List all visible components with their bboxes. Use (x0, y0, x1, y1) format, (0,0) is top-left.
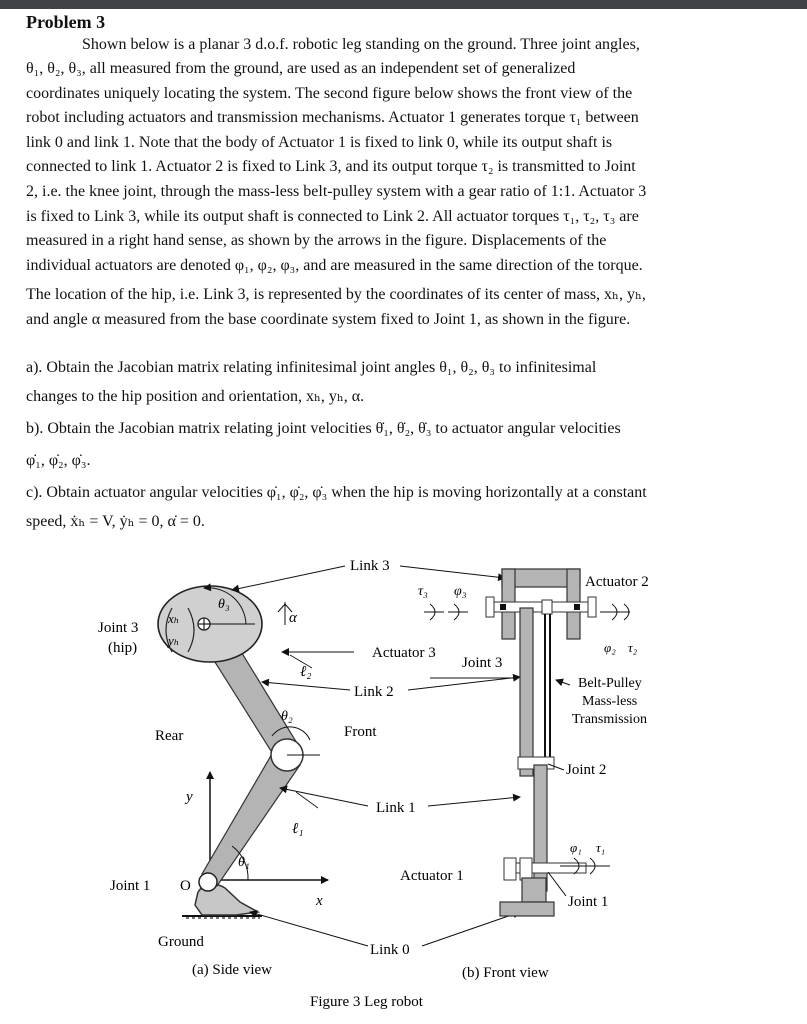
actuator1-label: Actuator 1 (400, 868, 464, 884)
l1-label: ℓ₁ (292, 821, 303, 837)
phi1-label: φ₁ (570, 840, 582, 855)
leader-link3-side (231, 565, 346, 593)
top-bar (0, 0, 807, 9)
theta3-label: θ₃ (218, 597, 230, 612)
front-link2 (519, 607, 534, 777)
front-actuator1-shaft (519, 857, 533, 881)
actuator1-arrows (560, 857, 610, 875)
belt-label-3: Transmission (572, 712, 647, 727)
problem-line-8: is fixed to Link 3, while its output sha… (26, 208, 639, 225)
leader-joint1 (547, 871, 567, 897)
leader-link1-front (427, 793, 521, 807)
leader-link2-side (261, 678, 351, 691)
problem-line-5: link 0 and link 1. Note that the body of… (26, 134, 613, 151)
l1-dim (295, 791, 319, 809)
theta2-arc (271, 726, 311, 741)
question-c-line-1: c). Obtain actuator angular velocities φ… (26, 484, 647, 501)
ground-label: Ground (158, 934, 204, 950)
leader-link0-front (421, 910, 521, 947)
leader-link0-side (249, 910, 369, 947)
theta3-arc (203, 583, 247, 625)
link0-label: Link 0 (370, 942, 410, 958)
phi2-label: φ₂ (604, 640, 616, 655)
problem-line-11: The location of the hip, i.e. Link 3, is… (26, 286, 646, 303)
front-actuator2-cap (587, 596, 597, 618)
xh-label: xₕ (167, 611, 179, 626)
leader-link3-front (399, 565, 506, 582)
bracket-left (165, 607, 173, 653)
question-b-line-1: b). Obtain the Jacobian matrix relating … (26, 420, 621, 437)
theta1-arc (231, 845, 249, 881)
problem-line-10: individual actuators are denoted φ₁, φ₂,… (26, 257, 643, 274)
actuator2-label: Actuator 2 (585, 574, 649, 590)
leader-link1-side (279, 785, 369, 807)
front-view-caption: (b) Front view (462, 965, 549, 981)
rear-label: Rear (155, 728, 183, 744)
joint1-circle (198, 872, 218, 892)
front-label: Front (344, 724, 377, 740)
bracket-right (187, 607, 195, 653)
yh-label: yₕ (166, 633, 179, 648)
front-actuator1-body (503, 857, 517, 881)
joint2-label: Joint 2 (566, 762, 606, 778)
hip-label: (hip) (108, 640, 137, 656)
side-view-caption: (a) Side view (192, 962, 272, 978)
side-view: Joint 3 (hip) xₕ yₕ θ₃ α ℓ₂ θ₂ Rear Fron… (98, 583, 377, 978)
joint3-front-label: Joint 3 (462, 655, 502, 671)
joint3-label: Joint 3 (98, 620, 138, 636)
leader-lines (231, 565, 521, 947)
problem-line-9: measured in a right hand sense, as shown… (26, 232, 607, 249)
leader-joint2 (547, 763, 565, 771)
front-link0-base (499, 901, 555, 917)
front-bearing-left (500, 604, 506, 610)
origin-label: O (180, 878, 191, 894)
y-axis-label: y (184, 789, 193, 805)
l2-label: ℓ₂ (300, 664, 311, 680)
tau3-arrow (424, 603, 444, 621)
problem-line-2: θ₁, θ₂, θ₃, all measured from the ground… (26, 60, 576, 77)
front-link0-post (521, 877, 547, 903)
alpha-mark (277, 603, 293, 613)
belt-label-2: Mass-less (582, 694, 637, 709)
tau3-label: τ₃ (418, 584, 428, 599)
alpha-label: α (289, 610, 298, 626)
belt-label-1: Belt-Pulley (578, 676, 642, 691)
link1-label: Link 1 (376, 800, 416, 816)
front-top-pulley (541, 599, 553, 615)
problem-line-12: and angle α measured from the base coord… (26, 311, 631, 328)
question-a-line-1: a). Obtain the Jacobian matrix relating … (26, 359, 597, 376)
problem-line-6: connected to link 1. Actuator 2 is fixed… (26, 158, 636, 175)
actuator3-label: Actuator 3 (372, 645, 436, 661)
leader-belt (555, 678, 571, 687)
front-joint1-shaft (505, 862, 587, 874)
question-b-line-2: φ̇₁, φ̇₂, φ̇₃. (26, 452, 91, 469)
x-axis-label: x (315, 893, 323, 909)
problem-line-4: robot including actuators and transmissi… (26, 109, 639, 126)
theta2-label: θ₂ (281, 709, 293, 724)
front-view: Actuator 2 φ₂ τ₂ Joint 3 Belt-Pulley Mas… (424, 568, 649, 981)
problem-line-3: coordinates uniquely locating the system… (26, 85, 633, 102)
front-actuator3-cap (485, 596, 495, 618)
link3-label: Link 3 (350, 558, 390, 574)
problem-line-7: 2, i.e. the knee joint, through the mass… (26, 183, 647, 200)
theta1-label: θ₁ (238, 855, 250, 870)
leader-link2-front (407, 673, 521, 691)
front-bearing-right (574, 604, 580, 610)
joint1-side-label: Joint 1 (110, 878, 150, 894)
tau1-label: τ₁ (596, 840, 605, 855)
figure-caption: Figure 3 Leg robot (310, 994, 424, 1010)
phi3-label: φ₃ (454, 584, 467, 599)
question-c-line-2: speed, ẋₕ = V, ẏₕ = 0, α̇ = 0. (26, 513, 205, 530)
link2-label: Link 2 (354, 684, 394, 700)
center-labels: Link 3 τ₃ φ₃ Actuator 3 Link 2 Link 1 Ac… (350, 558, 467, 958)
problem-title: Problem 3 (26, 12, 106, 32)
tau2-label: τ₂ (628, 640, 638, 655)
l2-dim (289, 654, 313, 669)
actuator2-arrows (600, 603, 630, 621)
joint1-front-label: Joint 1 (568, 894, 608, 910)
phi3-arrow (448, 603, 468, 621)
question-a-line-2: changes to the hip position and orientat… (26, 388, 365, 405)
leg-robot-figure: Joint 3 (hip) xₕ yₕ θ₃ α ℓ₂ θ₂ Rear Fron… (98, 558, 649, 1010)
problem-line-1: Shown below is a planar 3 d.o.f. robotic… (82, 36, 640, 53)
